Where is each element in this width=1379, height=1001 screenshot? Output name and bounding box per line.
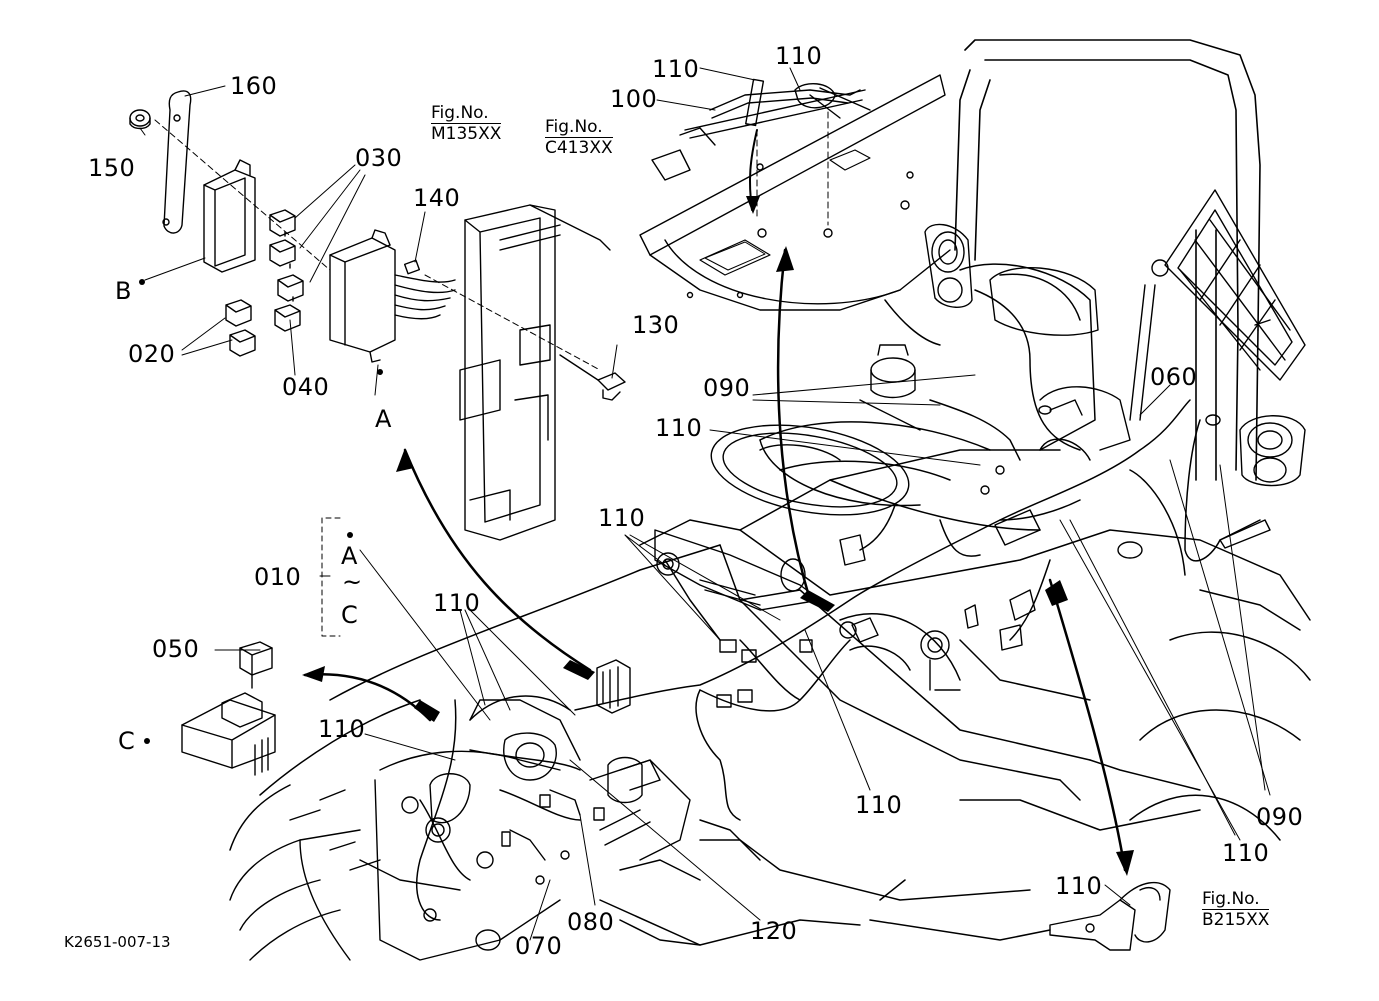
fig-ref-m135: Fig.No. M135XX bbox=[431, 103, 502, 144]
callout-110-mid: 110 bbox=[655, 414, 703, 442]
callout-leaders bbox=[139, 67, 1271, 941]
callout-110-right: 110 bbox=[1222, 839, 1270, 867]
bracket-100 bbox=[709, 78, 871, 127]
callout-070: 070 bbox=[515, 932, 563, 960]
callout-050: 050 bbox=[152, 635, 200, 663]
callout-150: 150 bbox=[88, 154, 136, 182]
callout-range-a: A bbox=[341, 542, 358, 570]
fig-ref-number: B215XX bbox=[1202, 909, 1270, 930]
switch-050-c bbox=[181, 641, 276, 776]
reference-dots bbox=[139, 279, 383, 744]
callout-090-a: 090 bbox=[703, 374, 751, 402]
rops-frame bbox=[954, 39, 1261, 481]
work-light-right bbox=[1239, 415, 1306, 487]
callout-120: 120 bbox=[750, 917, 798, 945]
callout-110-left-lower: 110 bbox=[318, 715, 366, 743]
fig-ref-b215: Fig.No. B215XX bbox=[1202, 889, 1270, 930]
callout-060: 060 bbox=[1150, 363, 1198, 391]
callout-140: 140 bbox=[413, 184, 461, 212]
fuse-box-b bbox=[203, 159, 256, 273]
callout-100: 100 bbox=[610, 85, 658, 113]
fig-ref-c413: Fig.No. C413XX bbox=[545, 118, 613, 158]
group-bracket-010 bbox=[321, 517, 341, 637]
callout-range-tilde: ~ bbox=[342, 568, 363, 596]
part-140 bbox=[403, 259, 421, 275]
callout-110-center: 110 bbox=[598, 504, 646, 532]
smv-sign bbox=[1129, 189, 1306, 421]
callout-c: C bbox=[118, 727, 136, 755]
callout-110-bottom-right: 110 bbox=[1055, 872, 1103, 900]
fig-ref-number: C413XX bbox=[545, 137, 613, 158]
callout-040: 040 bbox=[282, 373, 330, 401]
engine-area bbox=[229, 699, 691, 961]
callout-020: 020 bbox=[128, 340, 176, 368]
callout-b: B bbox=[115, 277, 132, 305]
fig-ref-label: Fig.No. bbox=[545, 117, 603, 137]
fig-ref-number: M135XX bbox=[431, 123, 502, 144]
arrowheads bbox=[302, 196, 1134, 876]
callout-110-left: 110 bbox=[433, 589, 481, 617]
nut-150 bbox=[129, 109, 151, 130]
deck-panel bbox=[639, 74, 951, 311]
callout-110-bottom-mid: 110 bbox=[855, 791, 903, 819]
bracket-160 bbox=[162, 90, 192, 234]
drawing-code: K2651-007-13 bbox=[64, 933, 171, 951]
detail-arrows bbox=[303, 129, 1127, 872]
seat bbox=[989, 266, 1131, 451]
leader-lines bbox=[154, 111, 829, 371]
callout-030: 030 bbox=[355, 144, 403, 172]
callout-range-c: C bbox=[341, 601, 359, 629]
bolt-130 bbox=[559, 354, 626, 401]
fig-ref-label: Fig.No. bbox=[1202, 889, 1260, 909]
callout-090-b: 090 bbox=[1256, 803, 1304, 831]
steering-wheel bbox=[710, 424, 910, 516]
callout-110-top-a: 110 bbox=[652, 55, 700, 83]
bracket-b215 bbox=[1049, 881, 1171, 951]
relay-030-group bbox=[225, 209, 304, 357]
callout-a: A bbox=[375, 405, 392, 433]
callout-010: 010 bbox=[254, 563, 302, 591]
callout-130: 130 bbox=[632, 311, 680, 339]
wire-harness bbox=[416, 289, 1261, 921]
callout-110-top-b: 110 bbox=[775, 42, 823, 70]
harness-components bbox=[596, 319, 1271, 714]
callout-080: 080 bbox=[567, 908, 615, 936]
fuel-tank bbox=[859, 344, 921, 431]
side-panel-m135 bbox=[459, 204, 611, 541]
tractor-body bbox=[229, 263, 1311, 946]
callout-160: 160 bbox=[230, 72, 278, 100]
fig-ref-label: Fig.No. bbox=[431, 103, 489, 123]
work-light-left bbox=[924, 223, 973, 308]
control-unit-a bbox=[329, 229, 456, 363]
